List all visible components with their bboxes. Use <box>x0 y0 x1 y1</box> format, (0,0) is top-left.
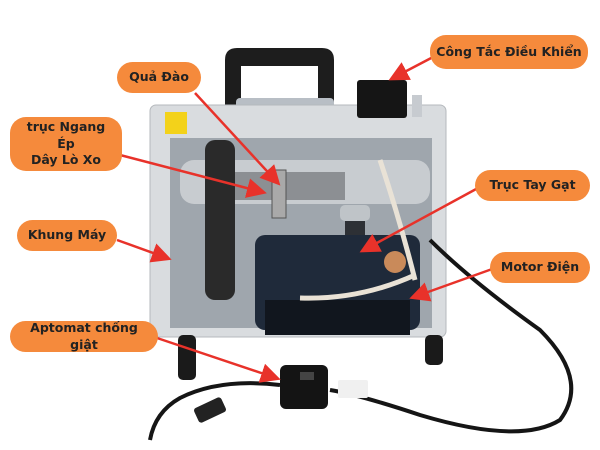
arrow-breaker <box>156 336 281 383</box>
label-line: trục Ngang Ép <box>26 118 106 151</box>
arrow-shaft <box>119 153 267 198</box>
handle <box>225 48 334 112</box>
breaker-device <box>280 365 328 409</box>
label-lever-shaft: Trục Tay Gạt <box>475 170 590 201</box>
control-switch <box>357 80 407 118</box>
power-cable <box>148 238 574 441</box>
label-motor: Motor Điện <box>490 252 590 283</box>
arrow-switch <box>388 54 436 81</box>
label-horizontal-shaft: trục Ngang Ép Dây Lò Xo <box>10 117 122 171</box>
label-line: Dây Lò Xo <box>30 152 102 168</box>
arrow-frame <box>116 238 172 263</box>
label-frame: Khung Máy <box>17 220 117 251</box>
label-control-switch: Công Tắc Điều Khiển <box>430 35 588 69</box>
label-breaker: Aptomat chống giật <box>10 320 158 352</box>
label-cam: Quả Đào <box>117 62 201 93</box>
arrow-motor <box>409 266 496 302</box>
arrow-lever-shaft <box>359 186 479 253</box>
arrow-cam <box>194 92 281 186</box>
